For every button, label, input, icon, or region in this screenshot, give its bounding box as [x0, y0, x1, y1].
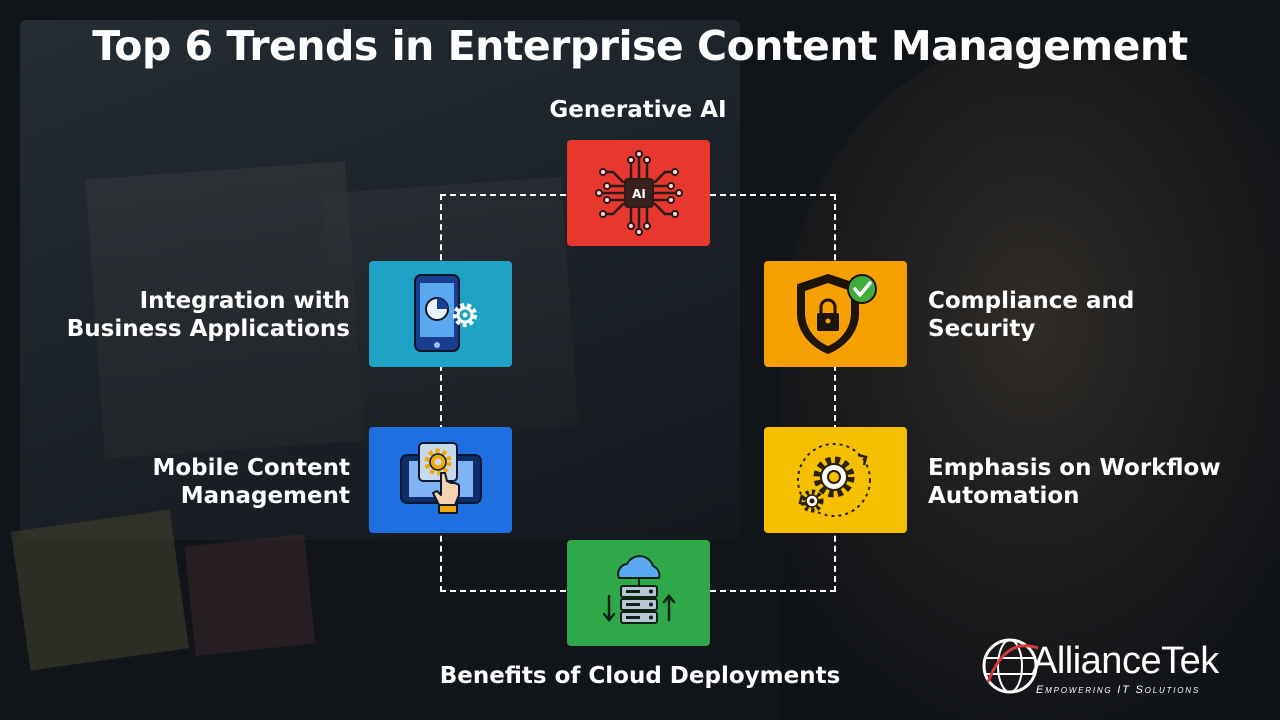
- logo-brand: AllianceTek: [1032, 640, 1219, 682]
- trend-box-cloud: [567, 540, 710, 646]
- trend-label-mobile-text: Mobile Content Management: [152, 455, 350, 509]
- gears-icon: [796, 443, 871, 517]
- trend-box-workflow: [764, 427, 907, 533]
- alliancetek-logo: AllianceTek Empowering IT Solutions: [980, 636, 1260, 700]
- cloud-server-icon: [602, 555, 675, 624]
- shield-lock-icon: [796, 273, 877, 355]
- ai-chip-text: AI: [632, 187, 646, 201]
- trend-label-compliance-text: Compliance and Security: [928, 288, 1135, 342]
- logo-tagline: Empowering IT Solutions: [1036, 684, 1200, 696]
- trend-label-mobile: Mobile Content Management: [30, 454, 350, 510]
- trend-label-workflow-text: Emphasis on Workflow Automation: [928, 455, 1221, 509]
- touch-gear-icon: [399, 442, 482, 514]
- tablet-gear-icon: [413, 274, 477, 352]
- trend-box-compliance: [764, 261, 907, 367]
- trend-label-integration: Integration with Business Applications: [30, 287, 350, 343]
- page-title: Top 6 Trends in Enterprise Content Manag…: [92, 22, 1188, 70]
- ai-chip-icon: AI: [594, 150, 683, 236]
- trend-label-cloud: Benefits of Cloud Deployments: [439, 663, 841, 689]
- trend-label-workflow: Emphasis on Workflow Automation: [928, 454, 1268, 510]
- globe-logo-icon: [982, 638, 1039, 694]
- trend-box-mobile: [369, 427, 512, 533]
- trend-label-integration-text: Integration with Business Applications: [66, 288, 350, 342]
- trend-label-compliance: Compliance and Security: [928, 287, 1258, 343]
- trend-label-generative-ai: Generative AI: [549, 97, 727, 123]
- trend-box-integration: [369, 261, 512, 367]
- trend-box-generative-ai: AI: [567, 140, 710, 246]
